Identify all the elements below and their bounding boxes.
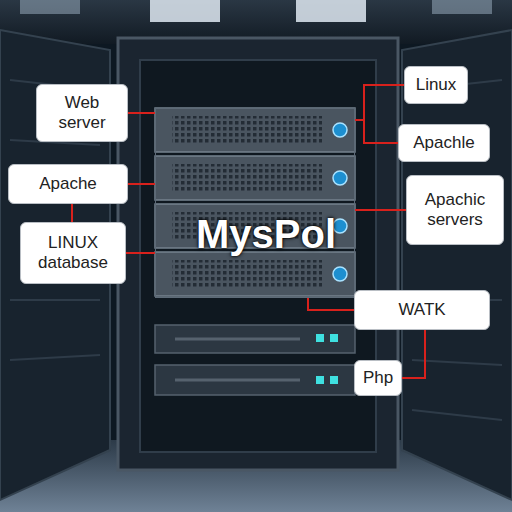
leader-connector: [355, 85, 404, 120]
callout-box: Apache: [8, 164, 128, 204]
callout-text: Apache: [39, 174, 97, 194]
callout-text: Linux: [416, 75, 457, 95]
leader-connector: [402, 330, 425, 378]
callout-box: LINUX database: [20, 222, 126, 284]
callout-text: Php: [363, 368, 393, 388]
server-rack: MysPol: [155, 108, 355, 298]
callout-text: Web server: [45, 93, 119, 134]
callout-box: Linux: [404, 66, 468, 104]
callout-text: WATK: [398, 300, 445, 320]
leader-connector: [128, 112, 155, 114]
callout-text: Apachic servers: [415, 190, 495, 231]
leader-connector: [308, 298, 354, 310]
callout-box: Php: [354, 360, 402, 396]
leader-connector: [355, 209, 406, 211]
callout-box: Web server: [36, 84, 128, 142]
callout-box: Apachle: [398, 124, 490, 162]
leader-connector: [126, 252, 155, 254]
callout-text: LINUX database: [29, 233, 117, 274]
leader-connector: [128, 183, 155, 185]
callout-box: WATK: [354, 290, 490, 330]
callout-box: Apachic servers: [406, 175, 504, 245]
rack-title: MysPol: [196, 212, 336, 257]
leader-connector: [71, 204, 73, 222]
callout-text: Apachle: [413, 133, 474, 153]
